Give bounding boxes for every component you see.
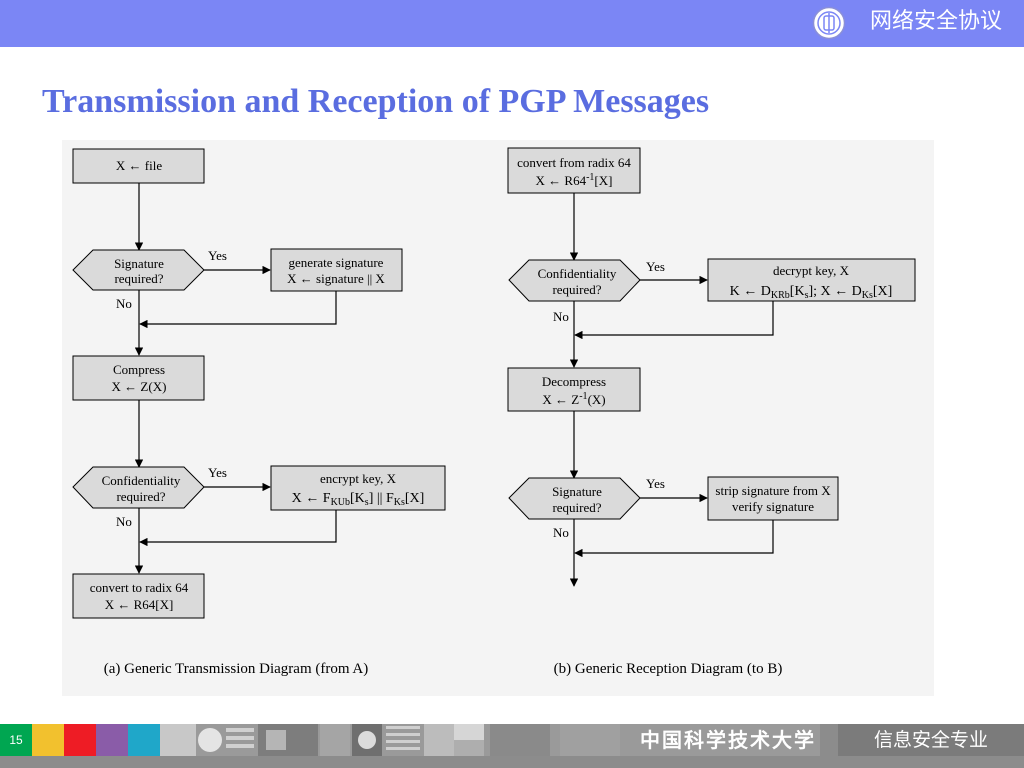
rx-radix-formula: X ← R64-1[X] — [536, 172, 613, 188]
rx-sig-no-label: No — [553, 525, 569, 540]
tx-conf-yes-label: Yes — [208, 465, 227, 480]
rx-decompress-line1: Decompress — [542, 374, 606, 389]
rx-decrypt-line1: decrypt key, X — [773, 263, 850, 278]
tx-radix-line1: convert to radix 64 — [90, 580, 189, 595]
tx-generate-signature-line1: generate signature — [289, 255, 384, 270]
tx-file-box — [72, 148, 205, 184]
rx-confidentiality-decision — [508, 259, 641, 302]
decorative-image-strip — [160, 724, 820, 756]
tx-radix-line2: X ← R64[X] — [105, 597, 174, 612]
tx-arrow-gensig-merge — [139, 291, 337, 329]
rx-sig-yes-label: Yes — [646, 476, 665, 491]
bottom-banner: 15 中国科学技术大学 信息安全专业 — [0, 724, 1024, 768]
tx-generate-signature-box — [270, 248, 403, 292]
rx-conf-no-label: No — [553, 309, 569, 324]
color-block-cyan — [128, 724, 160, 756]
tx-compress-box — [72, 355, 205, 401]
tx-encrypt-formula: X ← FKUb[Ks] || FKs[X] — [292, 491, 425, 508]
rx-radix-box — [507, 147, 641, 194]
rx-decompress-formula: X ← Z-1(X) — [542, 391, 605, 407]
tx-caption: (a) Generic Transmission Diagram (from A… — [104, 661, 369, 677]
tx-compress-line2: X ← Z(X) — [112, 379, 167, 394]
rx-strip-signature-box — [707, 476, 839, 521]
rx-arrow-decrypt-merge — [574, 301, 774, 340]
color-block-red — [64, 724, 96, 756]
slide-title: Transmission and Reception of PGP Messag… — [42, 83, 710, 120]
tx-confidentiality-decision-line2: required? — [116, 489, 165, 504]
rx-decrypt-formula: K ← DKRb[Ks]; X ← DKs[X] — [730, 284, 893, 301]
rx-conf-yes-label: Yes — [646, 259, 665, 274]
tx-file-box-label: X ← file — [116, 158, 162, 173]
tx-encrypt-box — [270, 465, 446, 511]
tx-conf-no-label: No — [116, 514, 132, 529]
tx-signature-decision-line2: required? — [114, 271, 163, 286]
rx-signature-decision — [508, 477, 641, 520]
tx-confidentiality-decision — [72, 466, 205, 509]
university-seal-icon — [812, 6, 846, 40]
rx-confidentiality-decision-line1: Confidentiality — [538, 266, 617, 281]
rx-decompress-box — [507, 367, 641, 412]
course-title: 网络安全协议 — [869, 9, 1002, 34]
rx-caption: (b) Generic Reception Diagram (to B) — [554, 661, 783, 677]
tx-confidentiality-decision-line1: Confidentiality — [102, 473, 181, 488]
university-name: 中国科学技术大学 — [640, 728, 816, 752]
rx-radix-line1: convert from radix 64 — [517, 155, 631, 170]
rx-signature-decision-line2: required? — [552, 500, 601, 515]
flow-diagram-svg: X ← file Signature required? Yes No gene… — [72, 147, 916, 677]
tx-sig-yes-label: Yes — [208, 248, 227, 263]
rx-arrow-strip-merge — [574, 520, 774, 558]
rx-decrypt-box — [707, 258, 916, 302]
page-number: 15 — [0, 724, 32, 756]
tx-encrypt-line1: encrypt key, X — [320, 471, 397, 486]
color-block-yellow — [32, 724, 64, 756]
top-banner: 网络安全协议 — [0, 0, 1024, 47]
major-label: 信息安全专业 — [838, 724, 1024, 756]
tx-generate-signature-line2: X ← signature || X — [287, 271, 385, 286]
tx-signature-decision-line1: Signature — [114, 256, 164, 271]
tx-arrow-encrypt-merge — [139, 510, 337, 547]
tx-radix-box — [72, 573, 205, 619]
rx-confidentiality-decision-line2: required? — [552, 282, 601, 297]
rx-strip-signature-line1: strip signature from X — [715, 483, 831, 498]
tx-signature-decision — [72, 249, 205, 291]
tx-compress-line1: Compress — [113, 362, 165, 377]
rx-strip-signature-line2: verify signature — [732, 499, 814, 514]
color-block-purple — [96, 724, 128, 756]
tx-sig-no-label: No — [116, 296, 132, 311]
pgp-flow-diagram: X ← file Signature required? Yes No gene… — [62, 140, 934, 696]
rx-signature-decision-line1: Signature — [552, 484, 602, 499]
